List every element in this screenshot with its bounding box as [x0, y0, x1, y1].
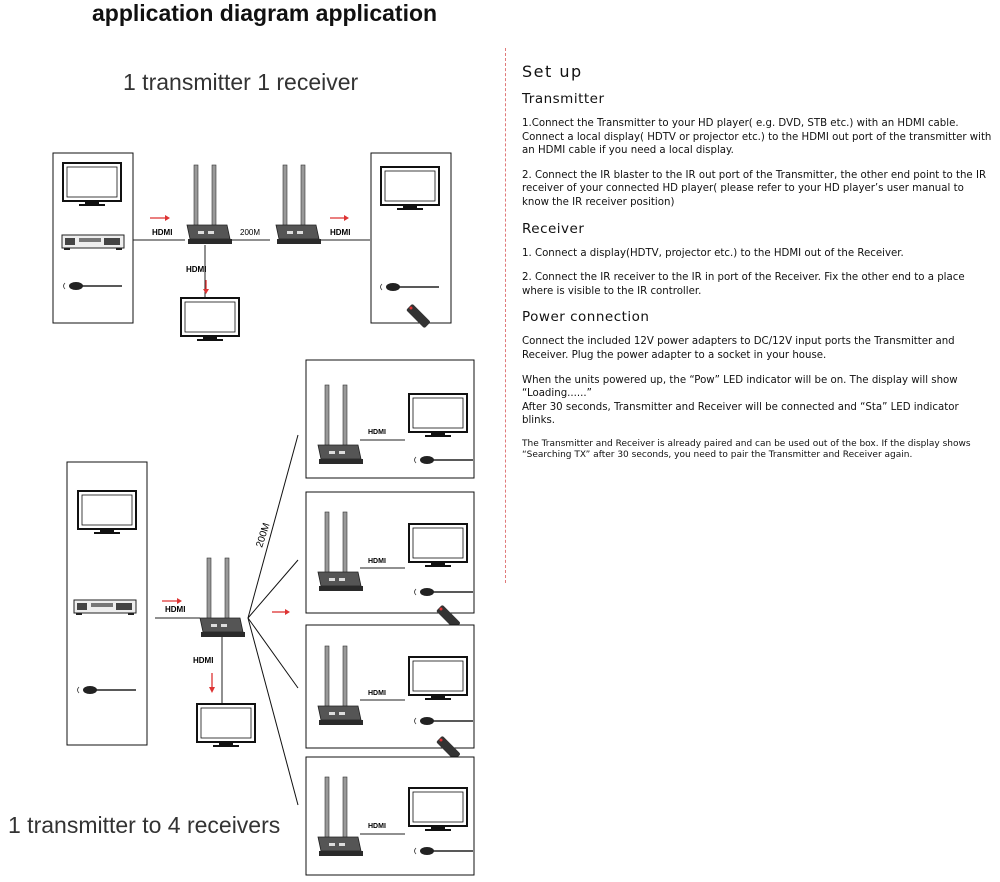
- hdmi-label: HDMI: [186, 265, 206, 274]
- tv-icon: [380, 166, 440, 211]
- player-icon: [61, 234, 125, 251]
- player-icon: [73, 599, 137, 616]
- local-tv-icon: [196, 703, 256, 748]
- setup-instructions: Set up Transmitter 1.Connect the Transmi…: [522, 62, 992, 473]
- receiver-box-4: HDMI: [305, 756, 475, 876]
- receiver-heading: Receiver: [522, 220, 585, 237]
- hdmi-label: HDMI: [193, 656, 213, 665]
- hdmi-label: HDMI: [368, 690, 386, 697]
- power-heading: Power connection: [522, 309, 650, 326]
- local-tv-icon: [180, 297, 240, 342]
- power-step-2: When the units powered up, the “Pow” LED…: [522, 374, 959, 427]
- transmitter-heading: Transmitter: [522, 91, 605, 107]
- divider: [505, 48, 506, 583]
- hdmi-label: HDMI: [165, 605, 185, 614]
- hdmi-label: HDMI: [368, 558, 386, 565]
- transmitter-step-2: 2. Connect the IR blaster to the IR out …: [522, 169, 987, 208]
- power-note: The Transmitter and Receiver is already …: [522, 438, 971, 461]
- receiver-icon: [275, 164, 322, 245]
- receiver-step-1: 1. Connect a display(HDTV, projector etc…: [522, 247, 904, 259]
- transmitter-icon: [199, 557, 246, 638]
- tv-icon: [62, 162, 122, 207]
- receiver-box-2: HDMI: [305, 491, 475, 630]
- hdmi-label: HDMI: [330, 228, 350, 237]
- page-title: application diagram application: [92, 0, 438, 26]
- hdmi-label: HDMI: [368, 823, 386, 830]
- distance-label: 200M: [240, 228, 260, 237]
- application-diagram: 1 transmitter 1 receiver HDMI 200M HDMI …: [8, 69, 475, 876]
- hdmi-label: HDMI: [368, 429, 386, 436]
- receiver-box-1: HDMI: [305, 359, 475, 479]
- tv-icon: [77, 490, 137, 535]
- transmitter-step-1: 1.Connect the Transmitter to your HD pla…: [522, 118, 992, 157]
- transmitter-icon: [186, 164, 233, 245]
- power-step-1: Connect the included 12V power adapters …: [522, 336, 955, 361]
- bottom-diagram-label: 1 transmitter to 4 receivers: [8, 812, 280, 838]
- setup-heading: Set up: [522, 62, 583, 81]
- receiver-step-2: 2. Connect the IR receiver to the IR in …: [522, 272, 965, 297]
- receiver-box-3: HDMI: [305, 624, 475, 761]
- distance-label: 200M: [254, 522, 272, 549]
- top-diagram-label: 1 transmitter 1 receiver: [123, 69, 359, 95]
- hdmi-label: HDMI: [152, 228, 172, 237]
